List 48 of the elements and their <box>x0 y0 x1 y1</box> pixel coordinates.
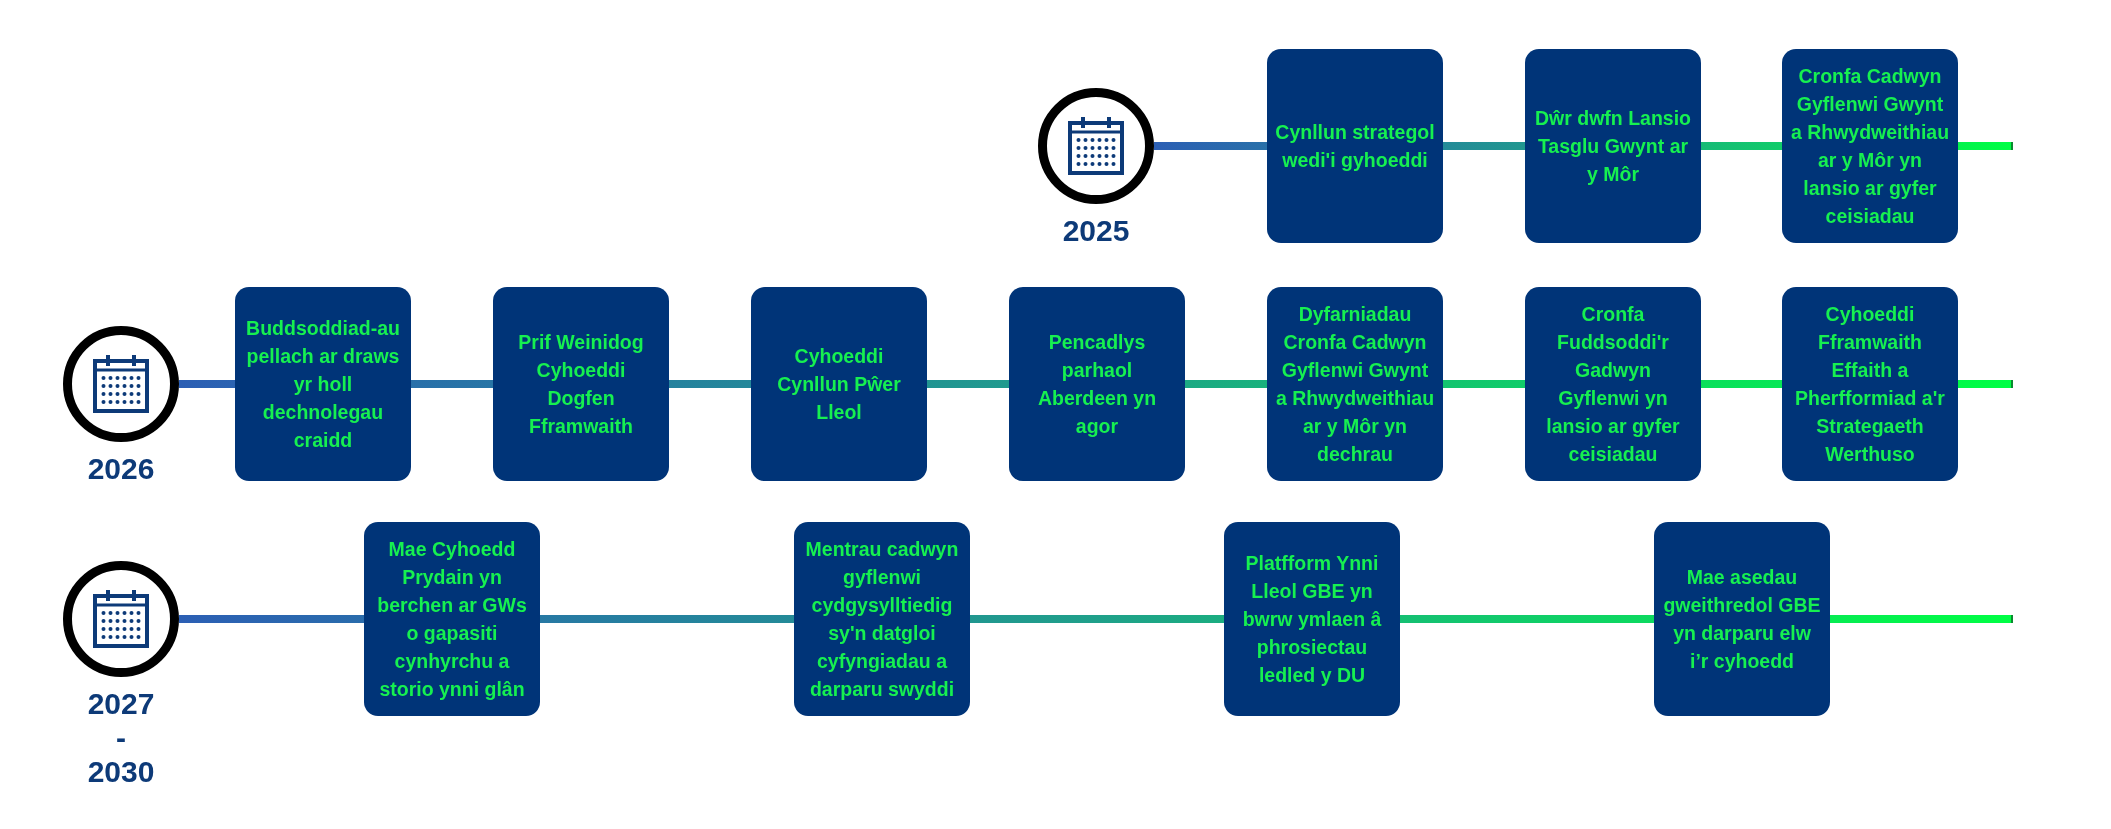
milestone-text: Cyhoeddi Cynllun Pŵer Lleol <box>776 344 902 425</box>
milestone-text: Mentrau cadwyn gyflenwi cydgysylltiedig sy'n datgloi cyfyngiadau a darparu swyddi <box>804 537 960 702</box>
timeline-line <box>669 380 751 388</box>
timeline-line <box>1830 615 2013 623</box>
timeline-line <box>1958 380 2013 388</box>
timeline-line <box>411 380 493 388</box>
milestone-text: Platfform Ynni Lleol GBE yn bwrw ymlaen â phrosiectau ledled y DU <box>1241 551 1383 688</box>
milestone-box <box>1525 49 1701 243</box>
milestone-text: Prif Weinidog Cyhoeddi Dogfen Fframwaith <box>517 330 645 439</box>
milestone-text: Cronfa Cadwyn Gyflenwi Gwynt a Rhwydweithiau ar y Môr yn lansio ar gyfer ceisiadau <box>1790 64 1950 229</box>
milestone-text: Pencadlys parhaol Aberdeen yn agor <box>1036 330 1158 439</box>
milestone-text: Dyfarniadau Cronfa Cadwyn Gyflenwi Gwynt a Rhwydweithiau ar y Môr yn dechrau <box>1275 302 1435 467</box>
milestone-text: Cyhoeddi Fframwaith Effaith a Pherfformiad a'r Strategaeth Werthuso <box>1794 302 1946 467</box>
timeline-line <box>1400 615 1654 623</box>
timeline-line <box>1443 380 1525 388</box>
timeline-line <box>1443 142 1525 150</box>
timeline-line <box>1185 380 1267 388</box>
timeline-line <box>1154 142 1267 150</box>
milestone-box <box>1782 49 1958 243</box>
timeline-line <box>1701 380 1782 388</box>
timeline-line <box>179 380 235 388</box>
milestone-box <box>235 287 411 481</box>
timeline-line <box>179 615 364 623</box>
milestone-box <box>1267 49 1443 243</box>
milestone-text: Cynllun strategol wedi'i gyhoeddi <box>1275 120 1435 173</box>
milestone-text: Buddsoddiad-au pellach ar draws yr holl dechnolegau craidd <box>245 316 401 453</box>
milestone-text: Dŵr dwfn Lansio Tasglu Gwynt ar y Môr <box>1534 106 1692 187</box>
timeline-line <box>1701 142 1782 150</box>
milestone-box <box>493 287 669 481</box>
milestone-box <box>1224 522 1400 716</box>
milestone-box <box>364 522 540 716</box>
milestone-box <box>1009 287 1185 481</box>
year-label: 2026 <box>86 452 156 486</box>
milestone-box <box>1654 522 1830 716</box>
milestone-box <box>1525 287 1701 481</box>
timeline-line <box>540 615 794 623</box>
milestone-text: Cronfa Fuddsoddi'r Gadwyn Gyflenwi yn lansio ar gyfer ceisiadau <box>1545 302 1681 467</box>
timeline-line <box>927 380 1009 388</box>
milestone-box <box>794 522 970 716</box>
milestone-box <box>1267 287 1443 481</box>
milestone-box <box>1782 287 1958 481</box>
year-label: 2027 - 2030 <box>86 687 156 789</box>
milestone-box <box>751 287 927 481</box>
timeline-line <box>970 615 1224 623</box>
year-label: 2025 <box>1061 214 1131 248</box>
timeline-line <box>1958 142 2013 150</box>
milestone-text: Mae asedau gweithredol GBE yn darparu elw i’r cyhoedd <box>1662 565 1822 674</box>
milestone-text: Mae Cyhoedd Prydain yn berchen ar GWs o gapasiti cynhyrchu a storio ynni glân <box>376 537 528 702</box>
